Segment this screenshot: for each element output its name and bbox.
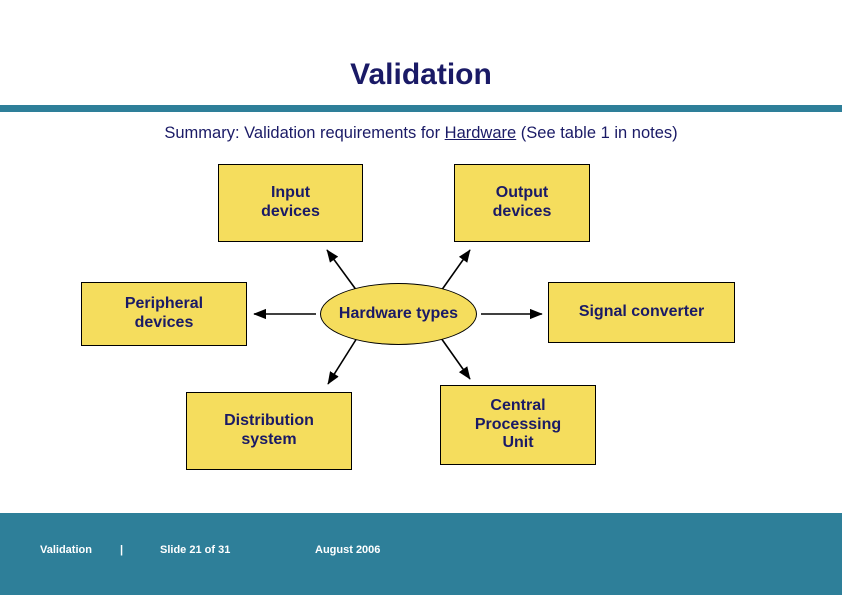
subtitle-prefix: Summary: Validation requirements for [164,124,445,142]
node-central-processing-unit-line1: Central [490,396,546,414]
node-input-devices-line2: devices [261,203,320,220]
footer-slide-number: Slide 21 of 31 [160,544,231,556]
node-input-devices-line1: Input [270,184,311,202]
footer-date: August 2006 [315,544,381,556]
node-distribution-system-line1: Distribution [224,412,314,430]
node-hardware-types[interactable]: Hardware types [320,283,477,345]
page-title: Validation [350,58,492,91]
node-output-devices[interactable]: Output devices [454,164,590,242]
footer-band [0,513,842,595]
node-peripheral-devices-line1: Peripheral [124,295,204,313]
node-peripheral-devices-line2: devices [134,314,194,331]
node-distribution-system-line2: system [241,431,297,448]
node-hardware-types-label: Hardware types [338,305,459,322]
node-peripheral-devices[interactable]: Peripheral devices [81,282,247,346]
node-central-processing-unit-line3: Unit [502,434,534,452]
node-central-processing-unit-line2: Processing [474,415,562,433]
footer-separator: | [120,544,124,556]
title-divider [0,105,842,112]
node-output-devices-line1: Output [495,184,549,202]
node-central-processing-unit[interactable]: Central Processing Unit [440,385,596,465]
subtitle-suffix: (See table 1 in notes) [516,124,678,142]
node-signal-converter[interactable]: Signal converter [548,282,735,343]
footer-label: Validation [40,544,92,556]
node-input-devices[interactable]: Input devices [218,164,363,242]
subtitle-underlined-term: Hardware [444,124,517,142]
node-signal-converter-line1: Signal converter [578,303,705,321]
node-output-devices-line2: devices [492,203,552,220]
slide-subtitle: Summary: Validation requirements for Har… [0,124,842,143]
node-distribution-system[interactable]: Distribution system [186,392,352,470]
